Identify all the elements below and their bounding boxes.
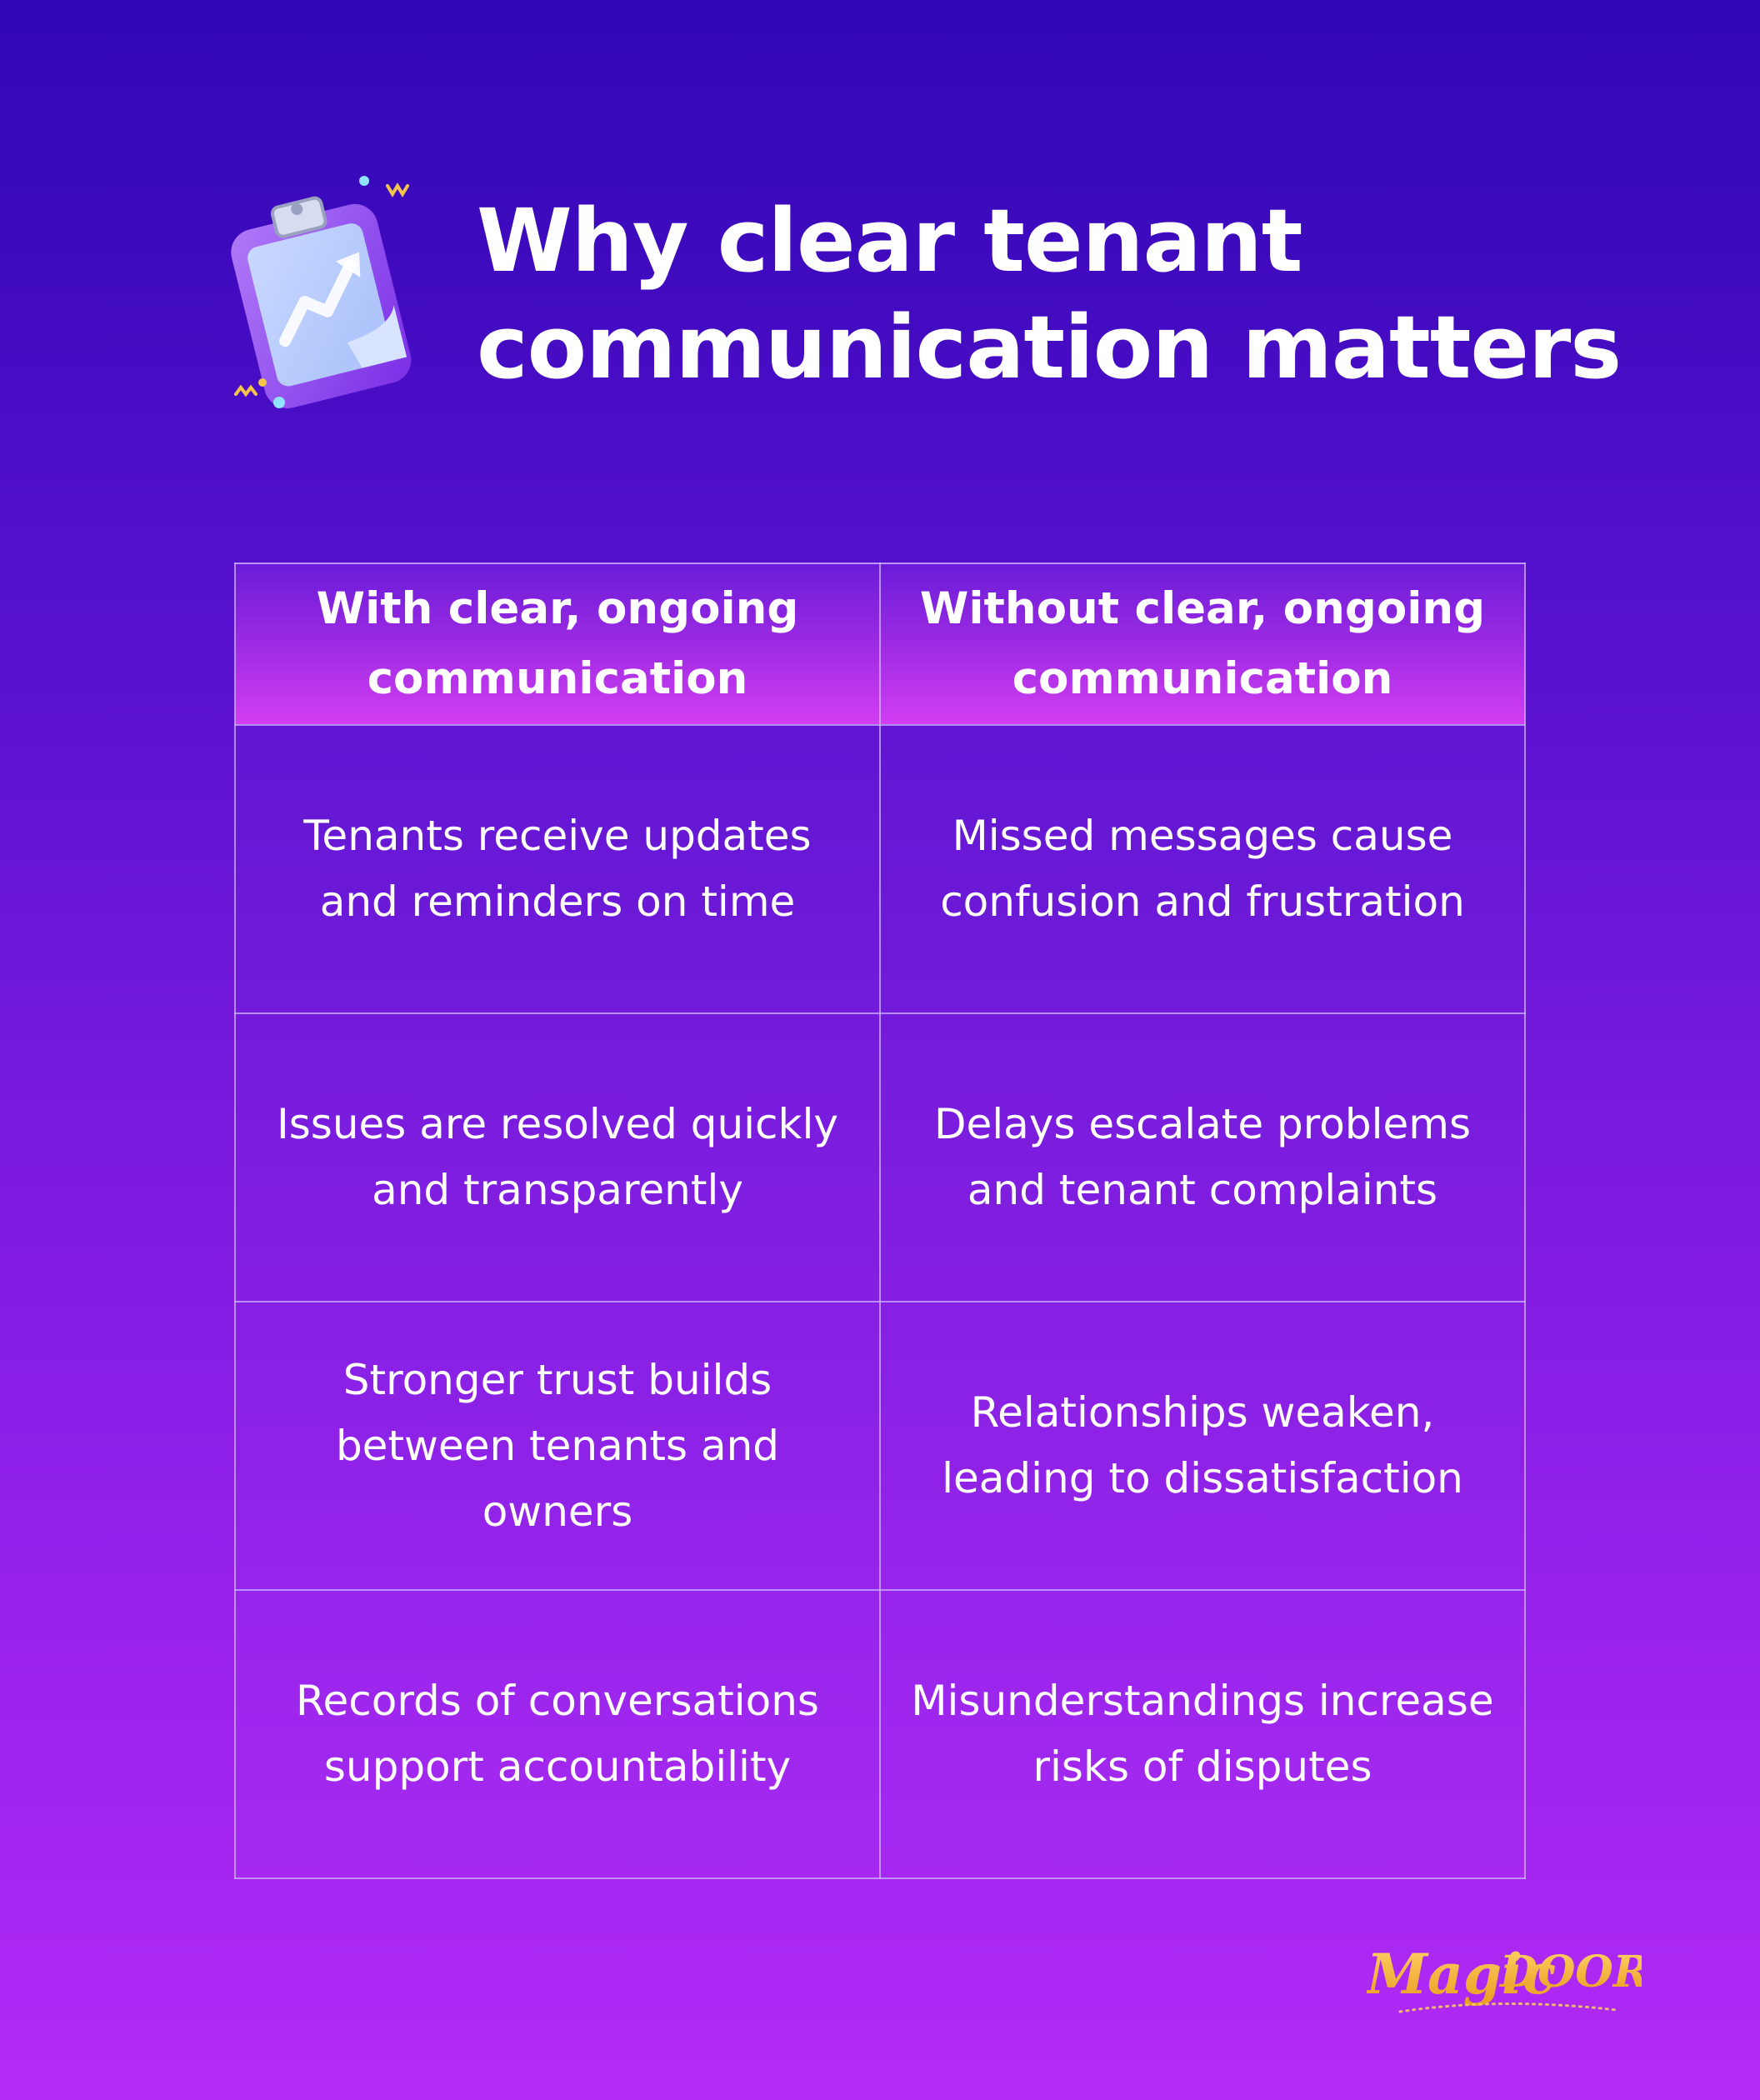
cell-with: Stronger trust builds between tenants an… <box>234 1301 881 1591</box>
cell-with: Issues are resolved quickly and transpar… <box>234 1012 881 1302</box>
table-row: Records of conversations support account… <box>234 1589 1526 1879</box>
table-row: Stronger trust builds between tenants an… <box>234 1301 1526 1591</box>
column-header-with: With clear, ongoing communication <box>234 562 881 726</box>
cell-without: Relationships weaken, leading to dissati… <box>879 1301 1526 1591</box>
clipboard-growth-chart-icon <box>231 176 412 408</box>
table-row: Issues are resolved quickly and transpar… <box>234 1012 1526 1302</box>
cell-without: Misunderstandings increase risks of disp… <box>879 1589 1526 1879</box>
logo-text-door: DOOR <box>1498 1947 1642 1998</box>
table-row: Tenants receive updates and reminders on… <box>234 724 1526 1014</box>
cell-with: Tenants receive updates and reminders on… <box>234 724 881 1014</box>
cell-without: Missed messages cause confusion and frus… <box>879 724 1526 1014</box>
table-header-row: With clear, ongoing communication Withou… <box>234 562 1526 726</box>
comparison-table: With clear, ongoing communication Withou… <box>234 562 1526 1879</box>
page-title: Why clear tenant communication matters <box>477 190 1622 398</box>
cell-without: Delays escalate problems and tenant comp… <box>879 1012 1526 1302</box>
magicdoor-logo: Magic DOOR <box>1367 1942 1642 2013</box>
logo-text-magic: Magic <box>1367 1942 1556 2007</box>
cell-with: Records of conversations support account… <box>234 1589 881 1879</box>
column-header-without: Without clear, ongoing communication <box>879 562 1526 726</box>
